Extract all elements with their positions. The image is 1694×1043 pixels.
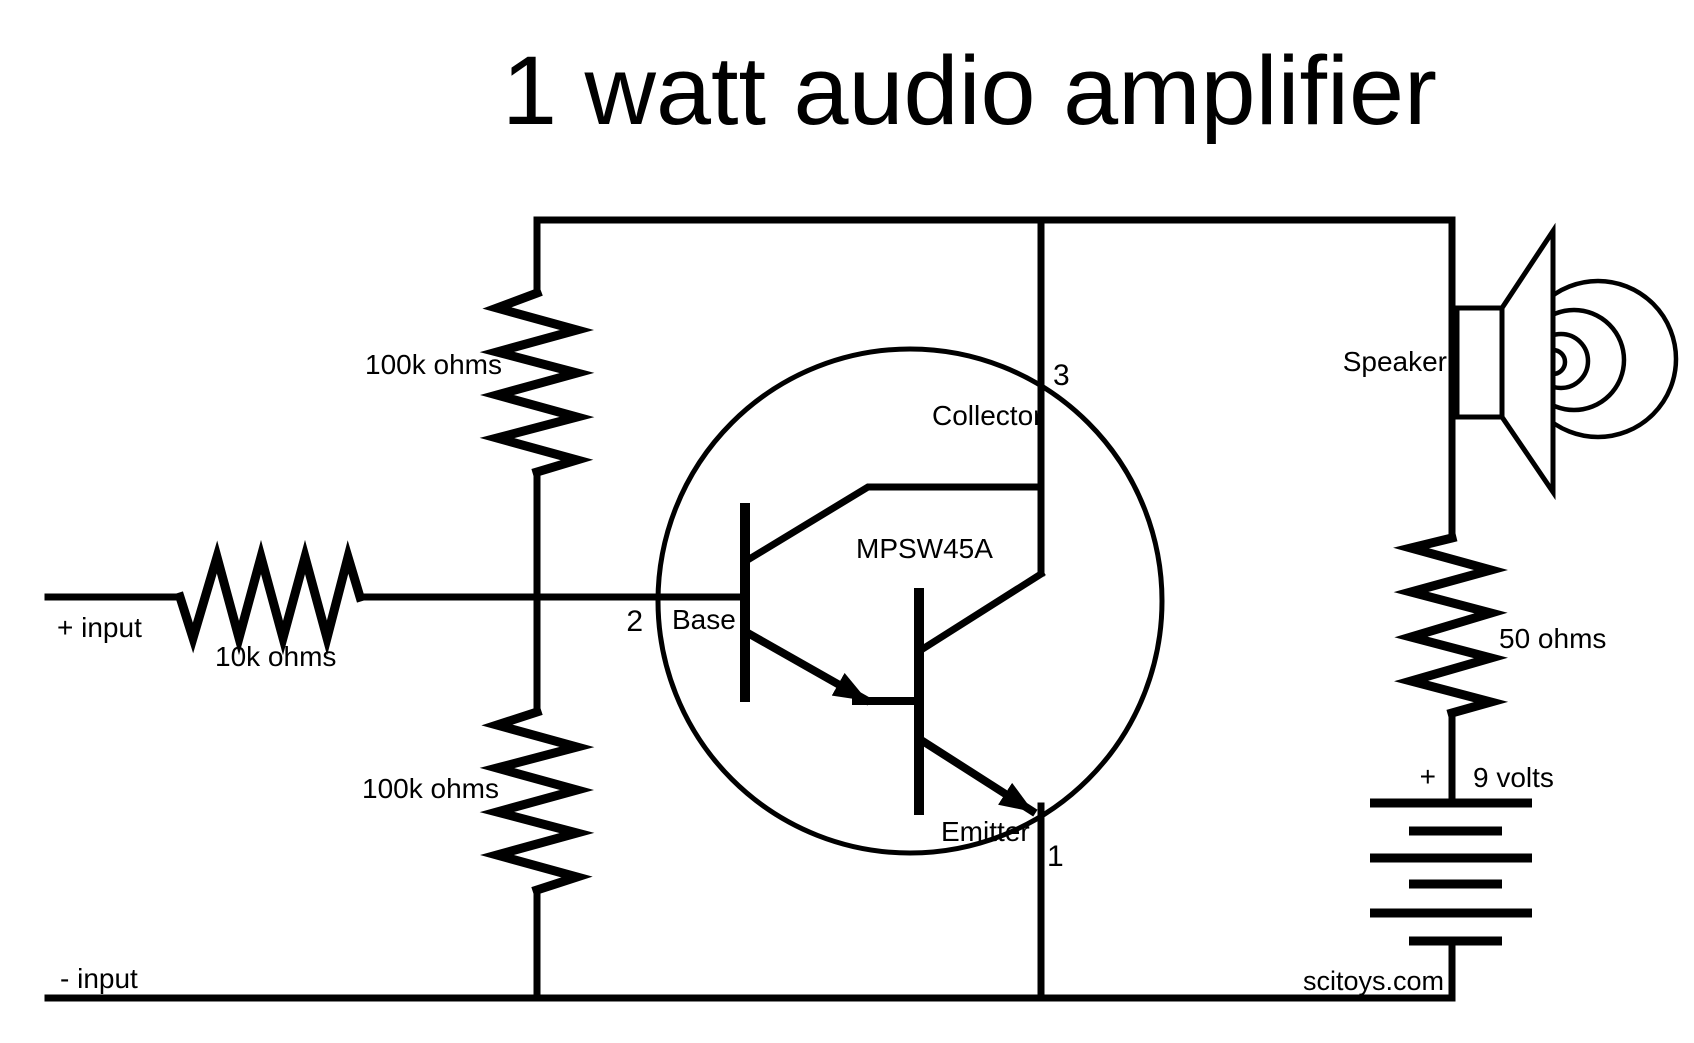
t2-emitter-lead (915, 734, 1038, 817)
resistor-100k-upper-symbol (479, 287, 595, 478)
resistor-10k-symbol (174, 539, 366, 656)
speaker-icon (1448, 216, 1679, 542)
t2-collector-lead (916, 569, 1046, 655)
collector-pin-number: 3 (1053, 359, 1070, 392)
emitter-label: Emitter (941, 816, 1030, 847)
t1-collector-lead (741, 483, 1045, 566)
input-resistor-label: 10k ohms (215, 641, 336, 672)
speaker-cone (1499, 222, 1556, 501)
transistor-package-circle (655, 346, 1165, 856)
resistor-100k-lower-symbol (479, 706, 595, 896)
load-resistor-label: 50 ohms (1499, 623, 1606, 654)
battery-icon (1370, 798, 1532, 1002)
speaker-label: Speaker (1343, 346, 1447, 377)
emitter-pin-number: 1 (1047, 840, 1064, 873)
page-title: 1 watt audio amplifier (502, 36, 1437, 145)
site-credit: scitoys.com (1303, 966, 1444, 996)
t1-emitter-lead (740, 626, 872, 706)
lower-100k-label: 100k ohms (362, 773, 499, 804)
upper-100k-label: 100k ohms (365, 349, 502, 380)
negative-input-label: - input (60, 963, 138, 994)
battery-polarity-label: + (1420, 761, 1436, 792)
collector-label: Collector (932, 400, 1042, 431)
base-pin-number: 2 (626, 605, 643, 638)
part-number-label: MPSW45A (856, 533, 993, 564)
positive-input-label: + input (57, 612, 142, 643)
resistor-50-symbol (1393, 532, 1509, 719)
speaker-magnet (1454, 305, 1505, 420)
battery-voltage-label: 9 volts (1473, 762, 1554, 793)
base-label: Base (672, 604, 736, 635)
